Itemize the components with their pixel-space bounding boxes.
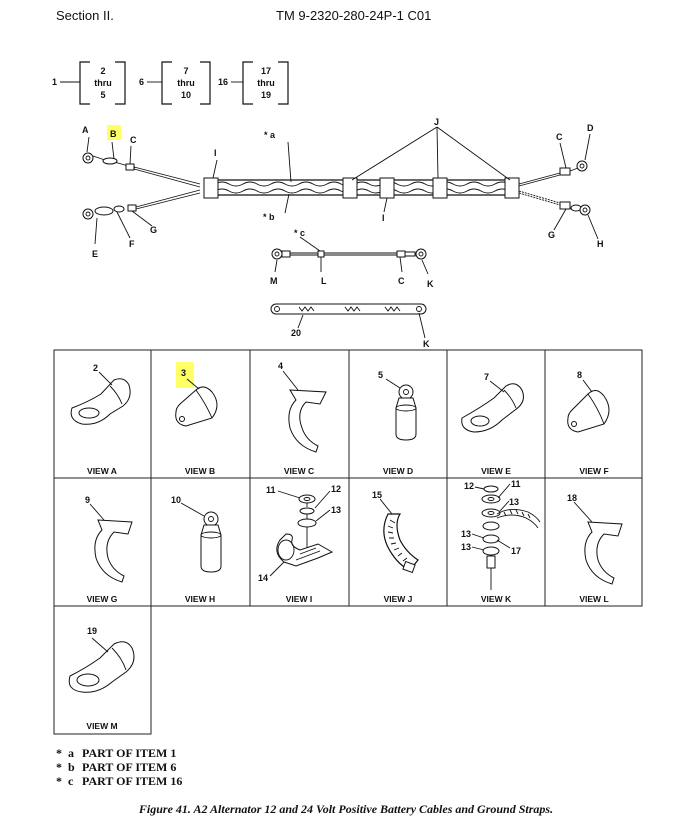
svg-text:D: D	[587, 123, 594, 133]
highlight-b	[107, 125, 121, 140]
svg-text:13: 13	[461, 529, 471, 539]
view-e: 7 VIEW E	[461, 372, 524, 476]
view-c: 4 VIEW C	[278, 361, 327, 476]
cable-harness-drawing: A B C E F G I * a * b J I C D G H	[82, 117, 604, 259]
svg-text:13: 13	[461, 542, 471, 552]
svg-text:VIEW B: VIEW B	[185, 466, 215, 476]
svg-text:G: G	[548, 230, 555, 240]
figure-caption: Figure 41. A2 Alternator 12 and 24 Volt …	[138, 802, 554, 816]
svg-text:B: B	[110, 129, 117, 139]
svg-text:L: L	[321, 276, 327, 286]
continuation-box-3: 16 17 thru 19	[218, 61, 289, 105]
svg-text:VIEW E: VIEW E	[481, 466, 511, 476]
svg-text:20: 20	[291, 328, 301, 338]
svg-text:* c: * c	[294, 228, 305, 238]
view-h: 10 VIEW H	[171, 495, 222, 604]
svg-text:2: 2	[93, 363, 98, 373]
svg-text:VIEW K: VIEW K	[481, 594, 512, 604]
svg-text:C: C	[130, 135, 137, 145]
svg-text:* b: * b	[263, 212, 275, 222]
svg-text:15: 15	[372, 490, 382, 500]
svg-text:17: 17	[511, 546, 521, 556]
views-grid	[53, 349, 643, 735]
svg-text:thru: thru	[177, 78, 195, 88]
svg-text:thru: thru	[94, 78, 112, 88]
svg-text:I: I	[382, 213, 385, 223]
svg-text:M: M	[270, 276, 278, 286]
svg-text:G: G	[150, 225, 157, 235]
svg-text:12: 12	[464, 481, 474, 491]
svg-text:7: 7	[183, 66, 188, 76]
view-i: 11 12 13 14 VIEW I	[258, 484, 341, 604]
view-l: 18 VIEW L	[567, 493, 623, 604]
svg-text:19: 19	[87, 626, 97, 636]
svg-text:5: 5	[378, 370, 383, 380]
svg-text:9: 9	[85, 495, 90, 505]
svg-text:I: I	[214, 148, 217, 158]
section-title: Section II.	[56, 8, 114, 23]
svg-text:19: 19	[261, 90, 271, 100]
svg-text:E: E	[92, 249, 98, 259]
svg-text:VIEW F: VIEW F	[579, 466, 608, 476]
svg-text:F: F	[129, 239, 135, 249]
svg-text:12: 12	[331, 484, 341, 494]
svg-text:14: 14	[258, 573, 268, 583]
svg-text:11: 11	[511, 479, 521, 489]
svg-text:VIEW C: VIEW C	[284, 466, 314, 476]
svg-text:3: 3	[181, 368, 186, 378]
view-a: 2 VIEW A	[70, 363, 131, 476]
view-j: 15 VIEW J	[372, 490, 419, 604]
svg-text:10: 10	[171, 495, 181, 505]
svg-text:4: 4	[278, 361, 283, 371]
view-k: 12 11 13 13 13 17 VIEW K	[461, 479, 541, 604]
view-g: 9 VIEW G	[85, 495, 133, 604]
svg-text:VIEW D: VIEW D	[383, 466, 413, 476]
tm-number: TM 9-2320-280-24P-1 C01	[276, 8, 432, 23]
svg-text:C: C	[556, 132, 563, 142]
svg-text:J: J	[434, 117, 439, 127]
svg-text:13: 13	[331, 505, 341, 515]
svg-text:thru: thru	[257, 78, 275, 88]
lead-number: 16	[218, 77, 228, 87]
lead-number: 6	[139, 77, 144, 87]
svg-text:18: 18	[567, 493, 577, 503]
view-d: 5 VIEW D	[378, 370, 417, 476]
svg-text:* a: * a	[264, 130, 276, 140]
svg-text:2: 2	[100, 66, 105, 76]
svg-text:10: 10	[181, 90, 191, 100]
svg-text:A: A	[82, 125, 89, 135]
svg-text:VIEW A: VIEW A	[87, 466, 117, 476]
ground-strap-drawing: 20 K	[270, 303, 430, 349]
svg-text:K: K	[423, 339, 430, 349]
svg-text:VIEW J: VIEW J	[384, 594, 413, 604]
view-m: 19 VIEW M	[68, 626, 135, 731]
svg-text:K: K	[427, 279, 434, 289]
svg-text:C: C	[398, 276, 405, 286]
svg-text:VIEW M: VIEW M	[86, 721, 117, 731]
svg-text:VIEW L: VIEW L	[579, 594, 608, 604]
cable-16-drawing: * c M L C K	[270, 228, 434, 289]
lead-number: 1	[52, 77, 57, 87]
view-f: 8 VIEW F	[567, 370, 610, 476]
continuation-box-1: 1 2 thru 5	[52, 61, 126, 105]
svg-text:VIEW G: VIEW G	[87, 594, 118, 604]
continuation-box-2: 6 7 thru 10	[139, 61, 211, 105]
svg-text:13: 13	[509, 497, 519, 507]
svg-text:5: 5	[100, 90, 105, 100]
svg-text:8: 8	[577, 370, 582, 380]
svg-text:VIEW I: VIEW I	[286, 594, 312, 604]
view-b: 3 VIEW B	[175, 362, 218, 476]
svg-text:11: 11	[266, 485, 276, 495]
svg-text:VIEW H: VIEW H	[185, 594, 215, 604]
svg-text:17: 17	[261, 66, 271, 76]
svg-text:H: H	[597, 239, 604, 249]
svg-text:7: 7	[484, 372, 489, 382]
